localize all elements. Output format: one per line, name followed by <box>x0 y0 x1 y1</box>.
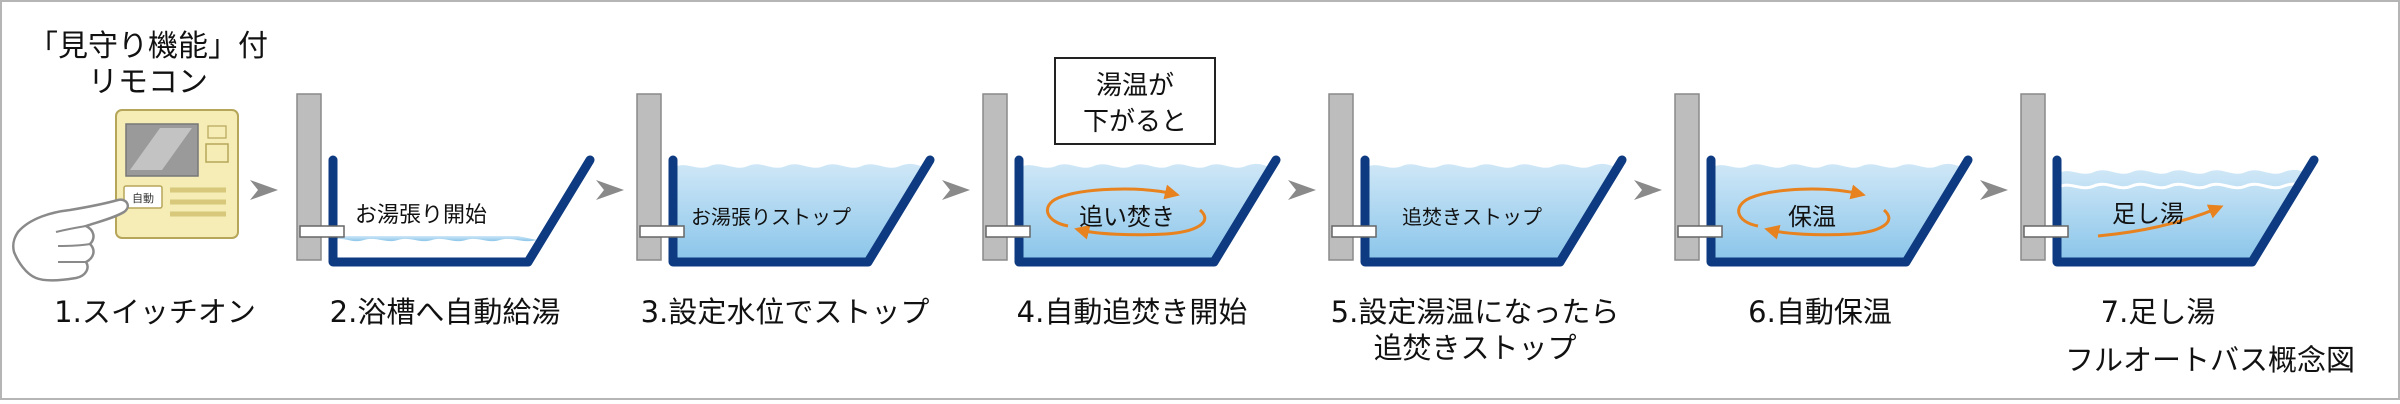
tub-inlet-pipe <box>2023 225 2069 238</box>
tub-inlet-pipe <box>1677 225 1723 238</box>
tub-stage-5: 追焚きストップ <box>1328 93 1627 267</box>
tub-label: 保温 <box>1788 203 1836 231</box>
tub-stage-4: 追い焚き <box>982 93 1281 267</box>
step-caption: 7.足し湯 <box>2101 295 2216 329</box>
step-caption: 1.スイッチオン <box>54 295 256 329</box>
remote-auto-button-label: 自動 <box>132 191 154 205</box>
tub-water <box>673 163 926 258</box>
tub-label: お湯張り開始 <box>355 203 487 228</box>
tub-shell <box>1014 155 1281 267</box>
tub-label: 追い焚き <box>1079 203 1175 231</box>
chevron-right-icon <box>250 180 278 200</box>
tub-water <box>1365 163 1618 258</box>
remote-title-line1: 「見守り機能」付 <box>28 29 268 64</box>
tub-inlet-pipe <box>639 225 685 238</box>
diagram-title: フルオートバス概念図 <box>2065 343 2355 377</box>
chevron-right-icon <box>1634 180 1662 200</box>
callout-line2: 下がると <box>1083 107 1187 137</box>
tub-water <box>333 236 537 242</box>
tub-stage-7: 足し湯 <box>2020 93 2319 267</box>
tub-label: 足し湯 <box>2112 200 2184 228</box>
step-caption: 4.自動追焚き開始 <box>1017 295 1248 329</box>
remote-control: 「見守り機能」付 リモコン 自動 <box>11 29 268 282</box>
step-caption: 3.設定水位でストップ <box>641 295 930 329</box>
step-captions: 1.スイッチオン 2.浴槽へ自動給湯 3.設定水位でストップ 4.自動追焚き開始… <box>54 295 2355 377</box>
tub-stage-6: 保温 <box>1674 93 1973 267</box>
step-caption: 6.自動保温 <box>1748 295 1892 329</box>
chevron-right-icon <box>1980 180 2008 200</box>
tub-shell <box>1360 155 1627 267</box>
circulation-arrow-icon <box>1045 184 1207 240</box>
chevron-right-icon <box>1288 180 1316 200</box>
tub-stage-3: お湯張りストップ <box>636 93 935 267</box>
tub-stage-2: お湯張り開始 <box>296 93 595 267</box>
hand-icon <box>11 198 129 282</box>
tub-label: 追焚きストップ <box>1402 205 1542 229</box>
chevron-right-icon <box>596 180 624 200</box>
tub-shell <box>668 155 935 267</box>
refill-arrow-icon <box>2097 204 2224 238</box>
tub-inlet-pipe <box>985 225 1031 238</box>
tub-inlet-pipe <box>299 225 345 238</box>
tub-water <box>1711 163 1964 258</box>
chevron-right-icon <box>942 180 970 200</box>
step-caption: 5.設定湯温になったら <box>1331 295 1620 329</box>
remote-small-button <box>205 143 229 163</box>
tub-water <box>2057 169 2310 258</box>
temperature-drop-callout: 湯温が 下がると <box>1054 57 1216 145</box>
remote-auto-button <box>123 185 163 209</box>
tub-inlet-pipe <box>1331 225 1377 238</box>
flow-chevrons <box>250 180 2008 200</box>
tub-shell <box>1706 155 1973 267</box>
step-caption-line2: 追焚きストップ <box>1373 331 1576 365</box>
tub-label: お湯張りストップ <box>691 205 851 229</box>
step-caption: 2.浴槽へ自動給湯 <box>330 295 561 329</box>
circulation-arrow-icon <box>1737 184 1891 240</box>
callout-box <box>1054 57 1216 145</box>
tub-shell <box>328 155 595 267</box>
callout-line1: 湯温が <box>1096 71 1174 101</box>
remote-title-line2: リモコン <box>88 65 208 100</box>
tub-shell <box>2052 155 2319 267</box>
